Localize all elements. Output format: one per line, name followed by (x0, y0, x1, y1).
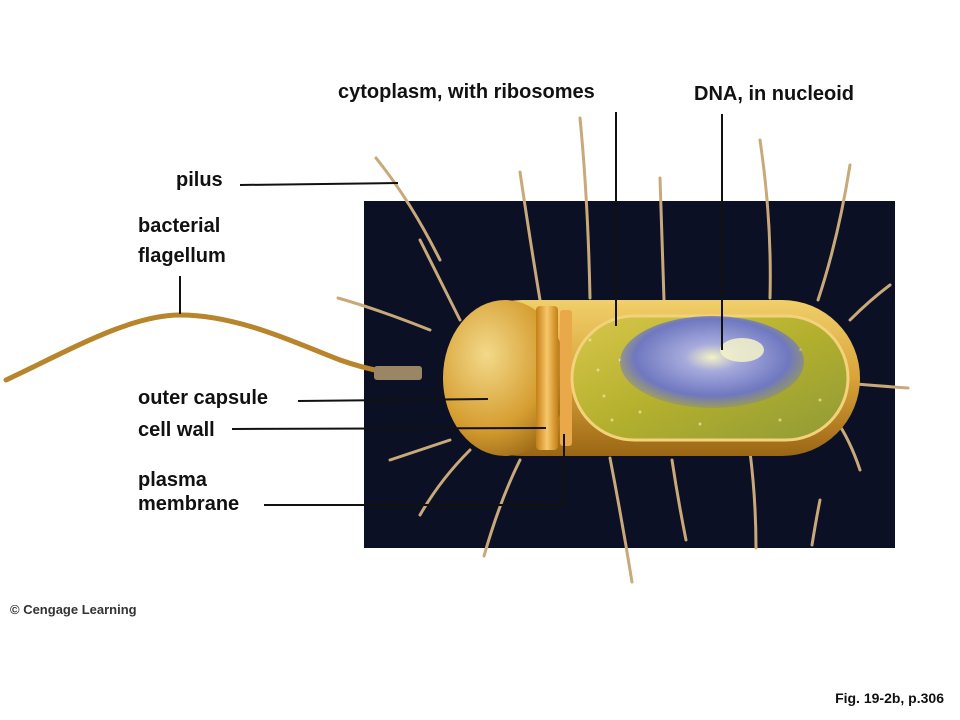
figure-reference: Fig. 19-2b, p.306 (835, 690, 944, 706)
flagellum-hook (374, 366, 422, 380)
flagellum-shape (3, 312, 403, 383)
label-bacterial-flagellum: bacterial flagellum (138, 214, 226, 268)
label-outer-capsule: outer capsule (138, 387, 269, 409)
leader-outer-capsule (297, 398, 489, 402)
label-plasma-membrane: plasma membrane (138, 468, 239, 516)
leader-pilus (239, 182, 399, 186)
label-cytoplasm: cytoplasm, with ribosomes (338, 81, 595, 103)
leader-cell-wall (231, 427, 547, 430)
label-membrane-line-2: membrane (138, 493, 240, 515)
label-pilus: pilus (176, 169, 223, 191)
label-dna-nucleoid: DNA, in nucleoid (694, 83, 854, 105)
cell-wall-shape (536, 306, 558, 450)
nucleoid-dna-shape (620, 316, 804, 408)
label-membrane-line-1: plasma (138, 469, 207, 491)
label-flagellum-line-2: flagellum (138, 245, 226, 267)
plasma-membrane-shape (560, 310, 572, 446)
leader-lines (179, 112, 723, 506)
pili (336, 116, 910, 584)
copyright-credit: © Cengage Learning (10, 602, 137, 617)
label-cell-wall: cell wall (138, 419, 215, 441)
nucleoid-highlight (720, 338, 764, 362)
label-flagellum-line-1: bacterial (138, 215, 221, 237)
leader-plasma-membrane (264, 434, 565, 506)
